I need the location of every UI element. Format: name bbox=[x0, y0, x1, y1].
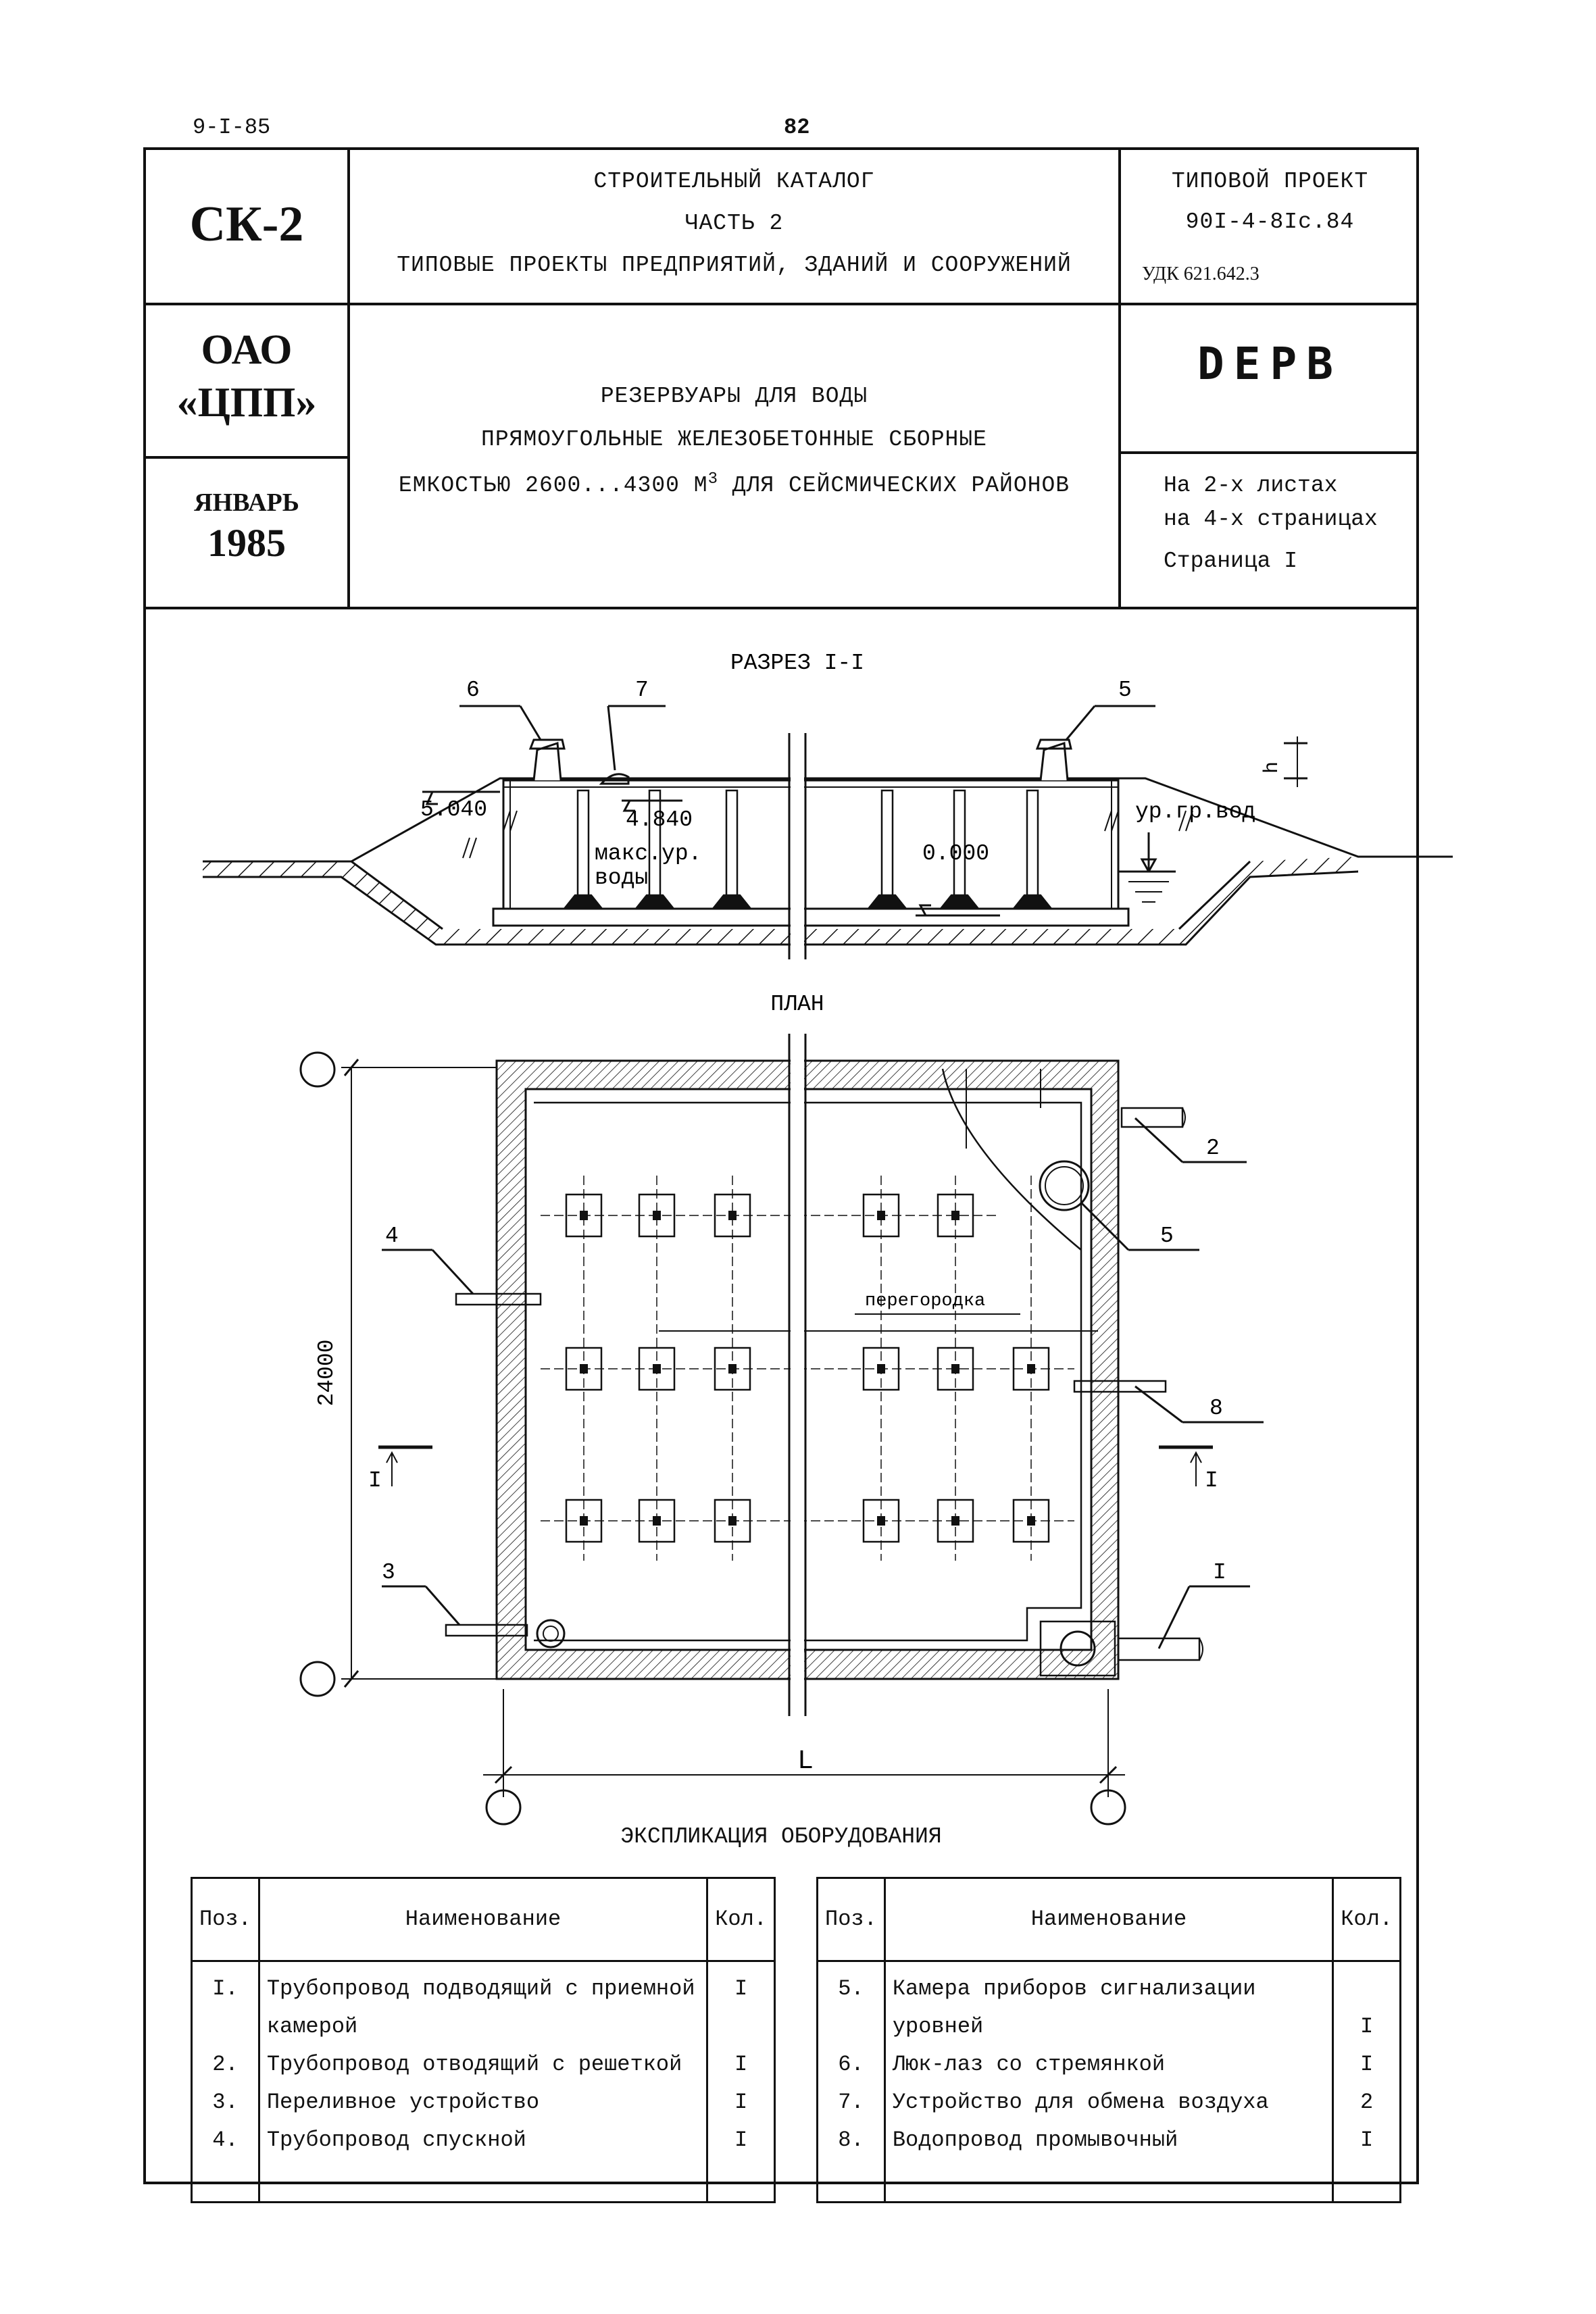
project-label: ТИПОВОЙ ПРОЕКТ bbox=[1171, 169, 1369, 194]
subject-line-1: РЕЗЕРВУАРЫ ДЛЯ ВОДЫ bbox=[600, 384, 868, 409]
dimension-L: L bbox=[797, 1746, 814, 1777]
current-page: Страница I bbox=[1164, 549, 1298, 574]
explication-table-right: Поз. Наименование Кол. 5.Камера приборов… bbox=[816, 1877, 1401, 2203]
callout-7: 7 bbox=[635, 678, 649, 703]
h-label: h bbox=[1261, 761, 1284, 774]
udk-code: УДК 621.642.3 bbox=[1142, 263, 1260, 284]
title-divider bbox=[1118, 147, 1121, 609]
catalog-line-2: ЧАСТЬ 2 bbox=[684, 211, 784, 236]
dimension-24000: 24000 bbox=[314, 1339, 339, 1406]
title-divider bbox=[143, 607, 1419, 609]
issue-month: ЯНВАРЬ bbox=[194, 488, 299, 517]
col-pos: Поз. bbox=[816, 1877, 886, 1962]
col-pos: Поз. bbox=[191, 1877, 260, 1962]
elevation-top: 5.040 bbox=[420, 797, 487, 822]
elevation-zero: 0.000 bbox=[922, 841, 989, 866]
sheet-code: 9-I-85 bbox=[193, 115, 271, 140]
section-title: РАЗРЕЗ I-I bbox=[730, 651, 864, 676]
table-row: 5.Камера приборов сигнализации bbox=[816, 1961, 1401, 2008]
explication-title: ЭКСПЛИКАЦИЯ ОБОРУДОВАНИЯ bbox=[620, 1824, 942, 1849]
partition-label: перегородка bbox=[865, 1291, 985, 1311]
catalog-line-1: СТРОИТЕЛЬНЫЙ КАТАЛОГ bbox=[593, 169, 875, 194]
org-line-1: ОАО bbox=[201, 327, 293, 373]
callout-4: 4 bbox=[385, 1224, 399, 1249]
callout-3: 3 bbox=[382, 1560, 395, 1585]
plan-title: ПЛАН bbox=[770, 992, 824, 1017]
callout-5: 5 bbox=[1118, 678, 1132, 703]
subject-line-3: ЕМКОСТЬЮ 2600...4300 М3 ДЛЯ СЕЙСМИЧЕСКИХ… bbox=[398, 470, 1070, 498]
explication-table-left: Поз. Наименование Кол. I.Трубопровод под… bbox=[191, 1877, 776, 2203]
project-number: 90I-4-8Ic.84 bbox=[1185, 209, 1355, 234]
col-name: Наименование bbox=[257, 1877, 709, 1962]
max-level-label-1: макс.ур. bbox=[595, 841, 701, 866]
class-code: DEPB bbox=[1197, 338, 1343, 390]
section-mark-right: I bbox=[1205, 1468, 1218, 1493]
page-frame bbox=[143, 147, 1419, 2184]
catalog-line-3: ТИПОВЫЕ ПРОЕКТЫ ПРЕДПРИЯТИЙ, ЗДАНИЙ И СО… bbox=[397, 253, 1072, 278]
sheets-count: На 2-х листах bbox=[1164, 473, 1338, 498]
callout-6: 6 bbox=[466, 678, 480, 703]
title-divider bbox=[1118, 451, 1419, 454]
callout-5-plan: 5 bbox=[1160, 1224, 1174, 1249]
section-mark-left: I bbox=[368, 1468, 382, 1493]
col-name: Наименование bbox=[883, 1877, 1335, 1962]
title-divider bbox=[347, 147, 350, 609]
elevation-max: 4.840 bbox=[626, 807, 693, 832]
table-row: камерой bbox=[191, 2008, 776, 2046]
callout-1: I bbox=[1213, 1560, 1226, 1585]
title-divider bbox=[143, 303, 1419, 305]
page-number: 82 bbox=[784, 115, 810, 140]
pages-count: на 4-х страницах bbox=[1164, 507, 1378, 532]
max-level-label-2: воды bbox=[595, 865, 648, 890]
section-view bbox=[203, 705, 1453, 959]
col-qty: Кол. bbox=[1332, 1877, 1401, 1962]
title-divider bbox=[143, 456, 347, 459]
callout-8: 8 bbox=[1210, 1396, 1223, 1421]
plan-view bbox=[299, 1034, 1264, 1826]
groundwater-label: ур.гр.вод bbox=[1135, 799, 1255, 824]
subject-line-2: ПРЯМОУГОЛЬНЫЕ ЖЕЛЕЗОБЕТОННЫЕ СБОРНЫЕ bbox=[481, 427, 987, 452]
issue-year: 1985 bbox=[207, 521, 286, 565]
catalog-code: СК-2 bbox=[189, 197, 304, 252]
callout-2: 2 bbox=[1206, 1136, 1220, 1161]
col-qty: Кол. bbox=[706, 1877, 776, 1962]
org-line-2: «ЦПП» bbox=[176, 380, 317, 426]
